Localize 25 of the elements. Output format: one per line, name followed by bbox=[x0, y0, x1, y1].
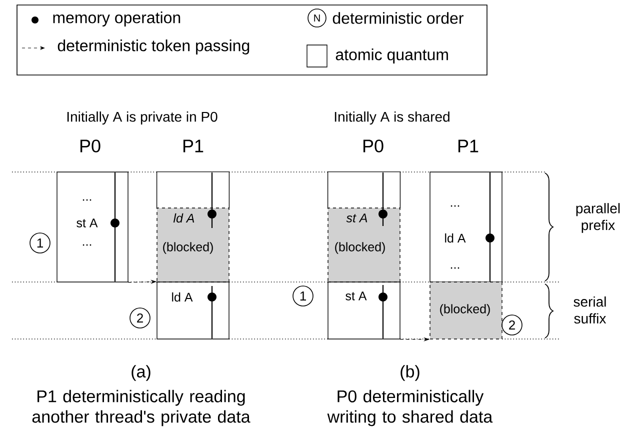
panel-heading: Initially A is private in P0 bbox=[67, 111, 218, 125]
brace-label: parallel prefix bbox=[576, 203, 620, 233]
quantum-box: ld A bbox=[156, 282, 230, 340]
processor-label: P1 bbox=[183, 140, 204, 152]
caption: P0 deterministically writing to shared data bbox=[327, 390, 493, 426]
legend-label: deterministic token passing bbox=[58, 40, 250, 54]
quantum-box bbox=[327, 171, 401, 209]
caption-tag: (b) bbox=[400, 365, 420, 381]
blocked-region: st A (blocked) bbox=[328, 208, 400, 282]
legend-label: atomic quantum bbox=[336, 48, 448, 64]
blocked-region: (blocked) bbox=[430, 282, 502, 340]
quantum-box bbox=[156, 171, 230, 209]
legend-label: deterministic order bbox=[332, 12, 464, 24]
processor-label: P0 bbox=[80, 140, 100, 152]
caption: P1 deterministically reading another thread's private data bbox=[32, 390, 250, 426]
panel-heading: Initially A is shared bbox=[334, 111, 450, 125]
blocked-region: ld A (blocked) bbox=[156, 208, 230, 282]
processor-label: P1 bbox=[458, 140, 478, 152]
quantum-box: st A bbox=[328, 282, 400, 340]
processor-label: P0 bbox=[363, 140, 384, 152]
caption-tag: (a) bbox=[132, 365, 150, 381]
brace-label: serial suffix bbox=[574, 296, 606, 324]
legend-label: memory operation bbox=[53, 12, 180, 26]
quantum-box: ... ld A ... bbox=[430, 172, 502, 282]
quantum-box: ... st A ... bbox=[56, 172, 128, 282]
